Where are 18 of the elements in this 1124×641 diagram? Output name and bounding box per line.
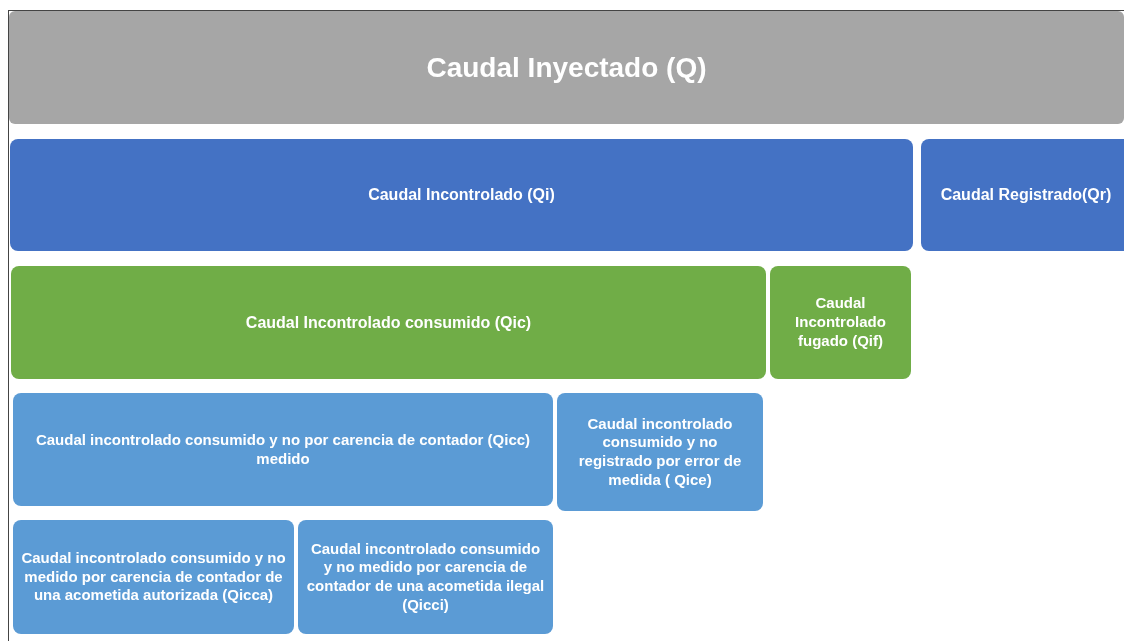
category-box [13,520,294,634]
box-label: Caudal Inyectado (Q) [426,51,707,85]
category-box [9,11,1124,124]
category-box [557,393,763,511]
category-box [11,266,766,379]
box-label: Caudal incontrolado consumido y no por carencia de contador (Qicc) medido [34,430,532,469]
category-box [10,139,913,251]
category-box [921,139,1124,251]
box-label: Caudal Registrado(Qr) [940,185,1112,205]
box-label: Caudal incontrolado consumido y no registrado por error de medida ( Qice) [577,414,743,490]
category-box [770,266,911,379]
box-label: Caudal Incontrolado (Qi) [368,185,555,205]
box-label: Caudal Incontrolado consumido (Qic) [245,312,532,333]
box-label: Caudal incontrolado consumido y no medido por carencia de contador de una acometida autorizada (Qicca) [21,548,286,606]
category-box [13,393,553,506]
category-box [298,520,553,634]
box-label: Caudal incontrolado consumido y no medido por carencia de contador de una acometida ilegal (Qicci) [306,539,545,615]
box-label: Caudal Incontrolado fugado (Qif) [794,294,887,351]
